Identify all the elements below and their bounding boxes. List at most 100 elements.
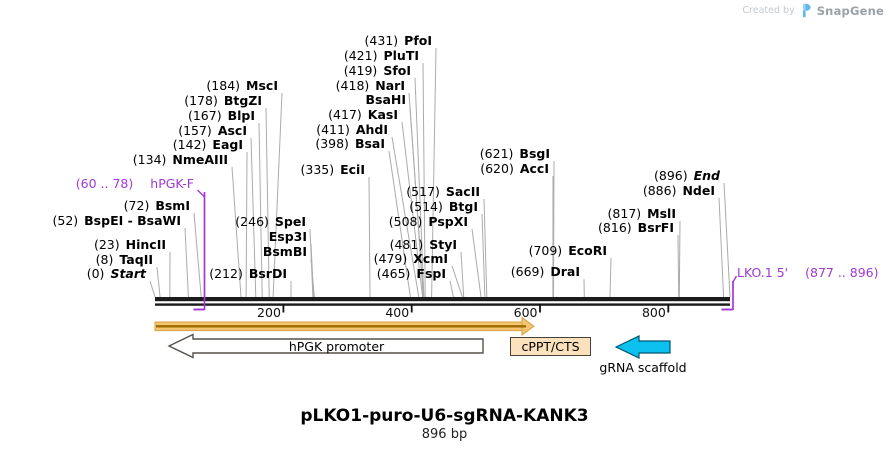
enzyme-label-BtgZI[interactable]: (178)BtgZI <box>184 94 262 108</box>
leader-line-StyI <box>460 251 465 298</box>
leader-line-PspXI <box>471 228 482 298</box>
enzyme-label-SfoI[interactable]: (419)SfoI <box>344 64 411 78</box>
leader-line-KasI <box>401 121 424 298</box>
enzyme-position: (398) <box>315 136 349 151</box>
enzyme-name: BsaHI <box>365 92 406 107</box>
enzyme-name: BsmBI <box>262 244 307 259</box>
enzyme-name: MslI <box>647 206 676 221</box>
enzyme-position: (212) <box>209 266 243 281</box>
enzyme-name: NmeAIII <box>172 152 228 167</box>
enzyme-label-StyI[interactable]: (481) StyI <box>390 238 457 252</box>
leader-line-BtgZI <box>265 107 270 298</box>
enzyme-label-BsmBI[interactable]: BsmBI <box>263 245 307 259</box>
enzyme-name: StyI <box>429 237 457 252</box>
enzyme-position: (508) <box>388 214 423 229</box>
map-line-top[interactable] <box>155 297 730 302</box>
enzyme-label-End[interactable]: (896)End <box>654 169 720 183</box>
enzyme-label-EagI[interactable]: (142) EagI <box>173 138 243 152</box>
enzyme-label-NarI[interactable]: (418)NarI <box>336 79 405 93</box>
hpgk-promoter-arrow[interactable] <box>167 333 484 359</box>
enzyme-name: TaqII <box>119 252 153 267</box>
enzyme-label-XcmI[interactable]: (479)XcmI <box>374 252 448 266</box>
enzyme-label-HincII[interactable]: (23)HincII <box>94 238 166 252</box>
enzyme-position: (246) <box>235 214 269 229</box>
enzyme-label-BspEI-BsaWI[interactable]: (52)BspEI - BsaWI <box>52 214 181 228</box>
enzyme-label-BsaI[interactable]: (398)BsaI <box>315 137 385 151</box>
enzyme-label-AccI[interactable]: (620)AccI <box>480 162 549 176</box>
enzyme-label-BsmI[interactable]: (72) BsmI <box>124 199 190 213</box>
enzyme-name: BsmI <box>155 198 190 213</box>
enzyme-label-KasI[interactable]: (417)KasI <box>328 108 398 122</box>
enzyme-name: NdeI <box>682 183 715 198</box>
enzyme-name: PluTI <box>383 48 419 63</box>
enzyme-label-BsrDI[interactable]: (212)BsrDI <box>209 267 287 281</box>
enzyme-label-TaqII[interactable]: (8)TaqII <box>96 253 153 267</box>
enzyme-position: (896) <box>653 168 688 183</box>
enzyme-label-BsaHI[interactable]: BsaHI <box>365 93 406 107</box>
enzyme-position: (817) <box>607 206 642 221</box>
leader-line-SacII <box>483 198 488 298</box>
enzyme-label-MscI[interactable]: (184)MscI <box>206 79 278 93</box>
map-line-bottom[interactable] <box>155 303 730 306</box>
grna-scaffold-arrow[interactable] <box>614 335 671 359</box>
enzyme-name: BtgZI <box>223 93 262 108</box>
enzyme-label-SacII[interactable]: (517)SacII <box>406 185 480 199</box>
enzyme-position: (335) <box>300 162 335 177</box>
enzyme-label-BlpI[interactable]: (167)BlpI <box>188 109 255 123</box>
enzyme-label-NdeI[interactable]: (886)NdeI <box>643 184 715 198</box>
enzyme-label-SpeI[interactable]: (246) SpeI <box>235 215 306 229</box>
leader-line-NdeI <box>718 197 725 298</box>
leader-line-EciI <box>368 176 371 298</box>
enzyme-label-BsrFI[interactable]: (816)BsrFI <box>598 221 674 235</box>
enzyme-name: PspXI <box>428 214 468 229</box>
enzyme-position: (23) <box>93 237 120 252</box>
leader-line-MslI <box>678 220 681 298</box>
leader-line-BsmI <box>193 212 202 298</box>
enzyme-label-FspI[interactable]: (465)FspI <box>377 267 446 281</box>
enzyme-name: Esp3I <box>268 229 307 244</box>
primer-connector-hPGK-F <box>197 189 205 198</box>
enzyme-label-PfoI[interactable]: (431)PfoI <box>365 34 432 48</box>
leader-line-TaqII <box>156 266 161 298</box>
primer-label-LKO-1-5-[interactable]: LKO.1 5'(877 .. 896) <box>737 266 878 280</box>
enzyme-name: Start <box>110 266 146 281</box>
enzyme-name: AscI <box>217 123 247 138</box>
enzyme-name: EagI <box>212 137 243 152</box>
orange-span-arrow[interactable] <box>154 316 535 336</box>
leader-line-Start <box>149 280 156 298</box>
enzyme-name: EciI <box>340 162 365 177</box>
enzyme-label-BtgI[interactable]: (514) BtgI <box>409 200 478 214</box>
leader-line-BsaI <box>388 150 411 298</box>
enzyme-label-PluTI[interactable]: (421) PluTI <box>344 49 419 63</box>
enzyme-position: (481) <box>389 237 424 252</box>
enzyme-position: (142) <box>172 137 207 152</box>
leader-line-PluTI <box>422 62 426 298</box>
enzyme-label-PspXI[interactable]: (508) PspXI <box>389 215 468 229</box>
enzyme-label-DraI[interactable]: (669)DraI <box>511 265 580 279</box>
enzyme-label-Esp3I[interactable]: Esp3I <box>269 230 307 244</box>
leader-line-NmeAIII <box>231 166 242 298</box>
cppt-cts-box[interactable]: cPPT/CTS <box>510 337 591 356</box>
enzyme-position: (421) <box>343 48 378 63</box>
leader-line-BspEI-BsaWI <box>184 227 189 298</box>
enzyme-name: SpeI <box>274 214 306 229</box>
primer-label-hPGK-F[interactable]: (60 .. 78)hPGK-F <box>76 177 194 191</box>
enzyme-position: (816) <box>598 220 632 235</box>
enzyme-label-AscI[interactable]: (157) AscI <box>178 124 247 138</box>
primer-range: (60 .. 78) <box>75 176 134 191</box>
enzyme-name: SacII <box>445 184 480 199</box>
primer-range: (877 .. 896) <box>805 265 879 280</box>
enzyme-position: (514) <box>409 199 443 214</box>
enzyme-label-BsgI[interactable]: (621)BsgI <box>480 147 550 161</box>
enzyme-label-AhdI[interactable]: (411)AhdI <box>316 123 388 137</box>
enzyme-label-EciI[interactable]: (335) EciI <box>300 163 365 177</box>
enzyme-label-MslI[interactable]: (817) MslI <box>608 207 676 221</box>
enzyme-position: (72) <box>123 198 150 213</box>
enzyme-name: BtgI <box>448 199 478 214</box>
enzyme-label-Start[interactable]: (0)Start <box>87 267 146 281</box>
leader-line-XcmI <box>451 265 463 298</box>
enzyme-label-NmeAIII[interactable]: (134)NmeAIII <box>133 153 228 167</box>
enzyme-position: (157) <box>178 123 212 138</box>
enzyme-name: EcoRI <box>568 243 607 258</box>
enzyme-label-EcoRI[interactable]: (709)EcoRI <box>529 244 607 258</box>
